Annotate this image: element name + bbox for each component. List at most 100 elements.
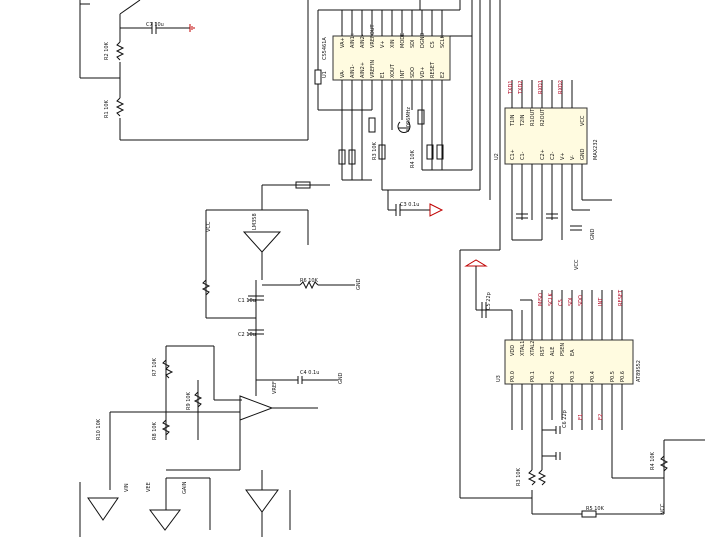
u1-pin-bot-6: XOUT (390, 63, 396, 78)
power-arrow (464, 259, 488, 267)
u2-vcc: VCC (574, 259, 580, 270)
opamp-1-part: LM358 (252, 213, 258, 230)
label-r10: R10 10K (96, 418, 102, 440)
u2-bus-txd1: TXD1 (508, 80, 514, 95)
ground-arrow-u1 (429, 203, 444, 217)
u1-pin-top-1: VA+ (340, 37, 346, 48)
u3-bus-e1: E1 (578, 414, 584, 420)
label-c1: C1 10u (238, 298, 256, 304)
u1-pin-top-8: SDI (410, 40, 416, 49)
u1-pin-top-2: AIN1+ (350, 32, 356, 48)
u2-pin-10: V- (570, 155, 576, 160)
u3-bus-e2: E2 (598, 414, 604, 420)
u3-designator: U3 (496, 375, 502, 382)
u1-pin-top-10: CS (430, 41, 436, 48)
u2-bus-rxd1: RXD1 (538, 80, 544, 94)
u2-pin-8: C2- (550, 151, 556, 160)
u1-pin-bot-10: RESET (430, 61, 436, 78)
opamp-stage-upper: LM358 VCC R6 10K C1 10u C2 10u GND (201, 181, 362, 340)
u1-designator: U1 (322, 71, 328, 78)
u2-pin-1: T1IN (510, 114, 516, 127)
label-r4: R4 10K (410, 149, 416, 168)
label-r2: R2 10K (104, 41, 110, 60)
u1-pin-bot-1: VA- (340, 70, 346, 78)
label-r1: R1 10K (104, 99, 110, 118)
u1-top-wiring (314, 0, 491, 200)
u3-pin-r4: P0.3 (570, 371, 576, 382)
chip-u1: CS5461A U1 VA+ AIN1+ AIN2- VREFOUT V+ XI… (322, 10, 451, 190)
u3-pin-l3: XTAL2 (530, 341, 536, 356)
u2-bus-rxd2: RXD2 (558, 80, 564, 94)
u2-pin-11: VCC (580, 115, 586, 126)
u2-pin-4: R2OUT (540, 108, 546, 126)
u1-pin-top-3: AIN2- (360, 34, 366, 48)
u2-pin-3: R1OUT (530, 108, 536, 126)
u1-pin-bot-11: E2 (440, 72, 446, 78)
u2-pin-7: C2+ (540, 149, 546, 160)
label-c3: C3 0.1u (400, 202, 419, 208)
u1-pin-bot-8: SDO (410, 67, 416, 78)
opamp-1-supply: VCC (206, 221, 212, 232)
label-vin: VIN (124, 483, 130, 492)
resistor-r2 (115, 41, 125, 61)
u1-pin-top-6: XIN (390, 39, 396, 48)
bottom-buffers: GAIN VEE VIN (79, 470, 291, 537)
ground-symbol (189, 24, 195, 32)
label-crystal: 4.096MHz (406, 107, 412, 132)
u3-bus-cs: CS (558, 299, 564, 306)
label-c7: C7 10u (146, 22, 164, 28)
u2-pin-9: V+ (560, 152, 566, 160)
u1-pin-bot-7: INT (400, 69, 406, 78)
label-r4-mcu: R4 10K (650, 451, 656, 470)
u1-pin-top-11: SCLK (440, 35, 446, 48)
u3-pin-r5: P0.4 (590, 371, 596, 382)
u1-part-label: CS5461A (322, 37, 328, 60)
label-vref: VREF (272, 381, 278, 394)
u3-pin-r3: P0.2 (550, 371, 556, 382)
u1-pin-top-4: VREFOUT (370, 23, 376, 48)
u2-gnd: GND (590, 228, 596, 240)
u3-bus-sdo: SDO (578, 295, 584, 306)
u1-pin-top-9: DGND (420, 33, 426, 48)
u3-bus-sdi: SDI (568, 298, 574, 307)
buffer-c (245, 489, 279, 513)
trimmer-r5 (201, 279, 211, 296)
u2-bus-txd2: TXD2 (518, 80, 524, 95)
u2-pin-5: C1+ (510, 149, 516, 160)
u3-bus-sclk: SCLK (548, 293, 554, 306)
u1-pin-bot-2: AIN1- (350, 64, 356, 78)
label-c2: C2 10u (238, 332, 256, 338)
u3-pin-l6: PSEN (560, 343, 566, 356)
u3-pin-l4: RST (540, 345, 546, 356)
label-r3-mcu: R3 10K (516, 467, 522, 486)
opamp-2 (239, 395, 274, 421)
left-resistor-chain: R2 10K R1 10K C7 10u (79, 0, 309, 141)
label-r3: R3 10K (372, 141, 378, 160)
u3-bus-miso: MISO (538, 293, 544, 306)
buffer-a (87, 497, 119, 521)
u3-pin-r1: P0.0 (510, 371, 516, 382)
u3-pin-r2: P0.1 (530, 371, 536, 382)
chip-u2: MAX232 U2 TXD1 TXD2 RXD1 RXD2 T1IN T2IN … (494, 80, 612, 270)
opamp-1 (242, 231, 282, 253)
u2-pin-2: T2IN (520, 114, 526, 127)
u1-pin-bot-9: VD+ (420, 67, 426, 78)
u3-pin-l5: ALE (550, 347, 556, 356)
reset-resistor (527, 469, 537, 486)
u2-pin-12: GND (580, 148, 586, 160)
label-r5-mcu: R5 10K (586, 506, 605, 512)
u1-pin-bot-4: VREFIN (370, 60, 376, 78)
reset-trimmer (537, 469, 547, 486)
buffer-b (149, 509, 181, 531)
label-r9: R9 10K (186, 391, 192, 410)
u2-designator: U2 (494, 153, 500, 160)
u1-pin-bot-3: AIN2+ (360, 62, 366, 78)
net-gnd-1: GND (356, 278, 362, 290)
net-gnd-2: GND (338, 372, 344, 384)
u3-pin-r7: P0.6 (620, 371, 626, 382)
u1-pin-top-5: V+ (380, 40, 386, 48)
label-vee: VEE (146, 482, 152, 492)
resistor-r1 (115, 97, 125, 117)
